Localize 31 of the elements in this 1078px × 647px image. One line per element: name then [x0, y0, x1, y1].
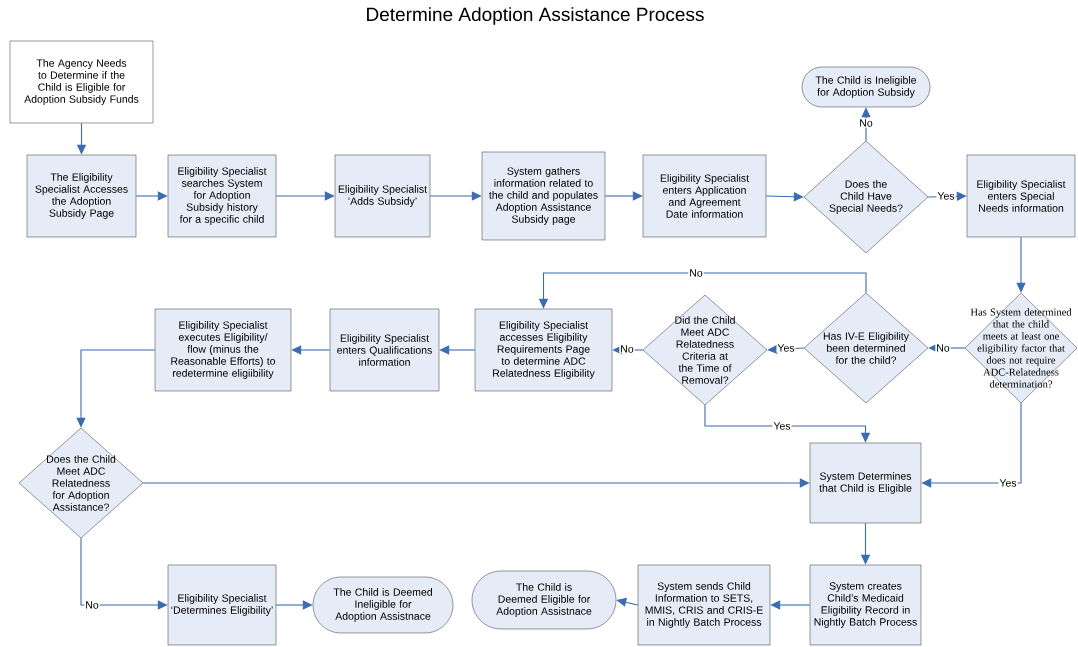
edge-label: No [619, 344, 635, 354]
arrow [275, 191, 335, 201]
process-box: System sends Child Information to SETS, MMIS, CRIS and CRIS-E in Nightly Batch Process [637, 564, 771, 646]
edge-label: No [935, 343, 951, 353]
process-box: System gathers information related to the child and populates Adoption Assistance Subsidy page [481, 151, 606, 241]
edge-label: Yes [772, 421, 792, 431]
arrow [275, 600, 313, 610]
process-box: Eligibility Specialist searches System for Adoption Subsidy history for a specific child [167, 154, 277, 238]
process-box: Eligibility Specialist enters Application and Agreement Date information [642, 154, 767, 238]
terminal-box: The Child is Ineligible for Adoption Subsidy [801, 66, 931, 108]
process-box: Eligibility Specialist executes Eligibility/ flow (minus the Reasonable Efforts) to redetermine eligiibility [154, 308, 292, 392]
process-box: Eligibility Specialist ‘Determines Eligibility’ [167, 564, 277, 646]
process-box: Eligibility Specialist enters Special Needs information [966, 154, 1076, 238]
start-box: The Agency Needs to Determine if the Child is Eligible for Adoption Subsidy Funds [9, 40, 154, 124]
process-box: Eligibility Specialist enters Qualifications information [329, 308, 440, 392]
edge-label: Yes [776, 343, 796, 353]
title: Determine Adoption Assistance Process [367, 7, 704, 25]
edge-label: No [688, 268, 704, 278]
edge-label: No [858, 118, 874, 128]
process-box: System Determines that Child is Eligible [809, 442, 922, 524]
edge-label: Yes [998, 478, 1018, 488]
edge-label: Yes [936, 191, 956, 201]
terminal-box: The Child is Deemed Ineligible for Adoption Assistnace [312, 576, 454, 634]
arrow [616, 597, 639, 607]
process-box: System creates Child’s Medicaid Eligibility Record in Nightly Batch Process [809, 564, 922, 646]
arrow [429, 191, 482, 201]
process-box: The Eligibility Specialist Accesses the Adoption Subsidy Page [26, 154, 137, 238]
process-box: Eligibility Specialist ‘Adds Subsidy’ [334, 154, 431, 238]
process-box: Eligibility Specialist accesses Eligibility Requirements Page to determine ADC Relatedness Eligibility [474, 308, 613, 392]
terminal-box: The Child is Deemed Eligible for Adoption Assistnace [471, 570, 617, 630]
edge-label: No [84, 600, 100, 610]
